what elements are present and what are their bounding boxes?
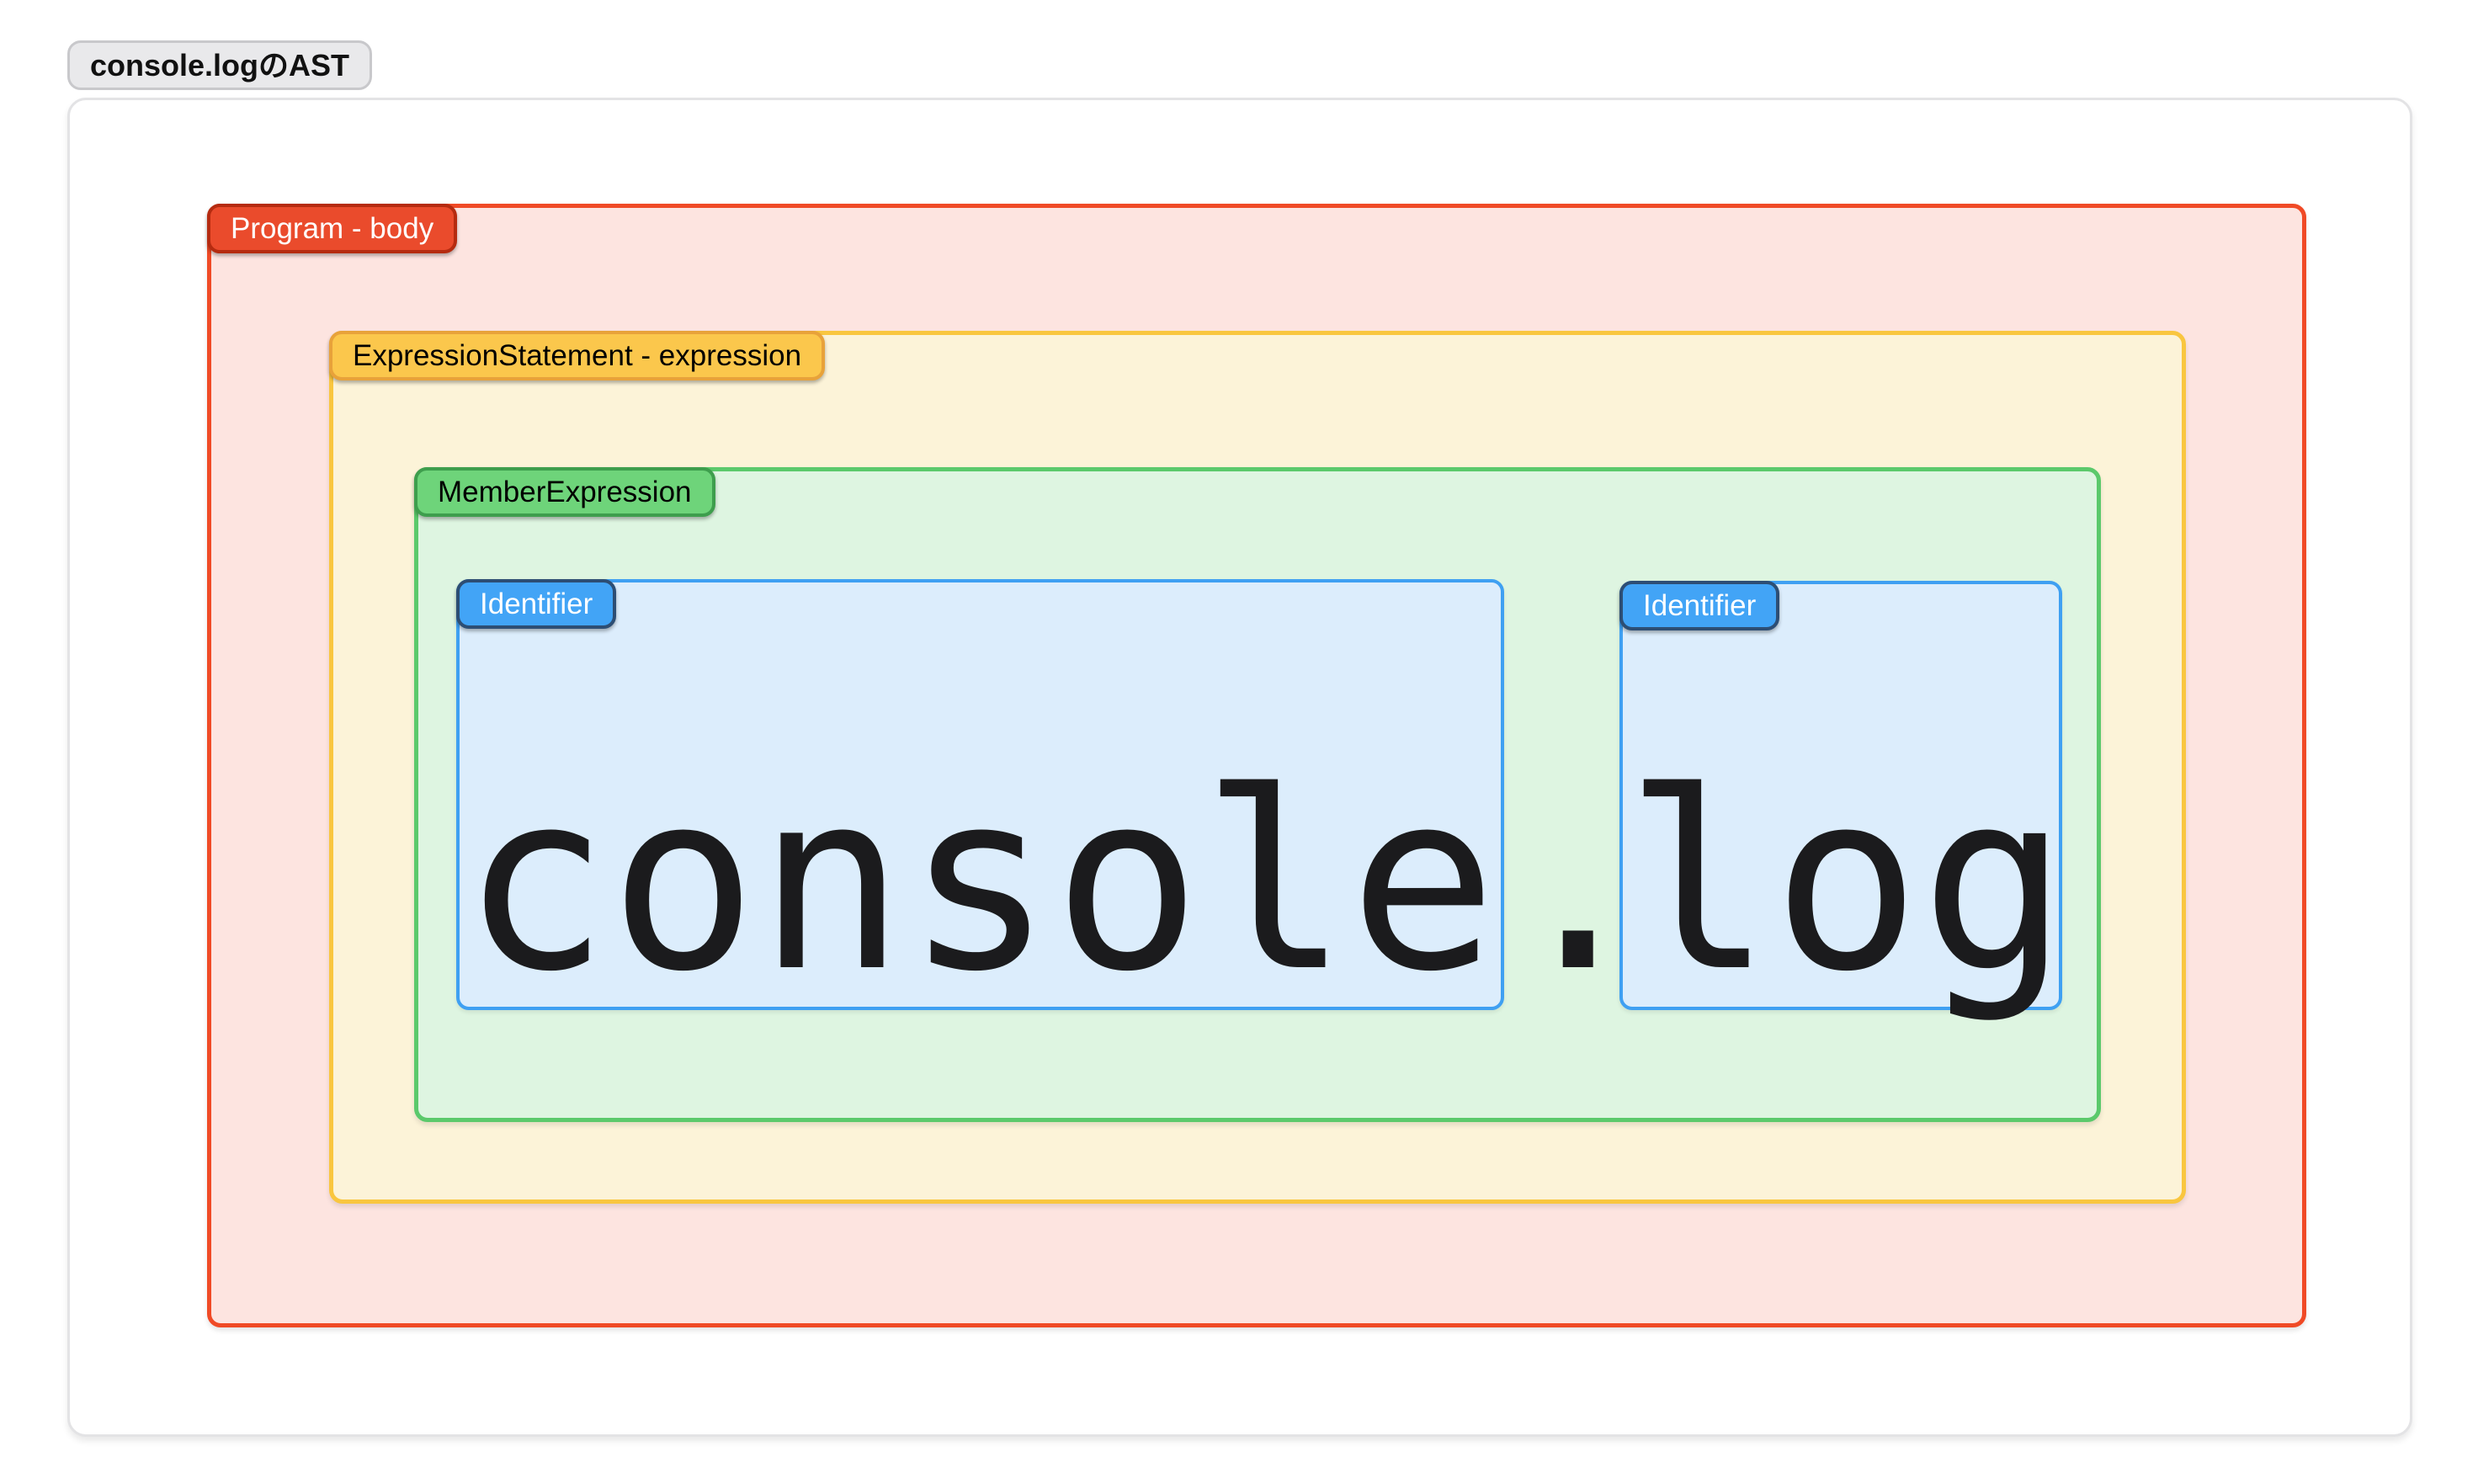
ast-node-member-expression-label: MemberExpression (414, 467, 715, 518)
ast-node-identifier-object: Identifier console (456, 579, 1504, 1010)
identifier-object-code-text: console (461, 739, 1497, 1025)
diagram-title-chip: console.logのAST (67, 40, 373, 91)
ast-node-program: Program - body ExpressionStatement - exp… (207, 204, 2306, 1327)
diagram-frame: Program - body ExpressionStatement - exp… (67, 98, 2412, 1437)
ast-node-program-label: Program - body (207, 204, 458, 254)
ast-node-identifier-object-label: Identifier (456, 579, 617, 630)
member-access-dot: . (1504, 739, 1652, 1025)
ast-node-identifier-property-label: Identifier (1619, 581, 1780, 631)
ast-node-identifier-property: Identifier log (1619, 581, 2068, 1010)
ast-node-expression-statement: ExpressionStatement - expression MemberE… (329, 331, 2186, 1204)
ast-node-member-expression: MemberExpression Identifier console . Id… (414, 467, 2101, 1122)
ast-node-expression-statement-label: ExpressionStatement - expression (329, 331, 826, 381)
identifier-property-code-text: log (1625, 739, 2069, 1025)
